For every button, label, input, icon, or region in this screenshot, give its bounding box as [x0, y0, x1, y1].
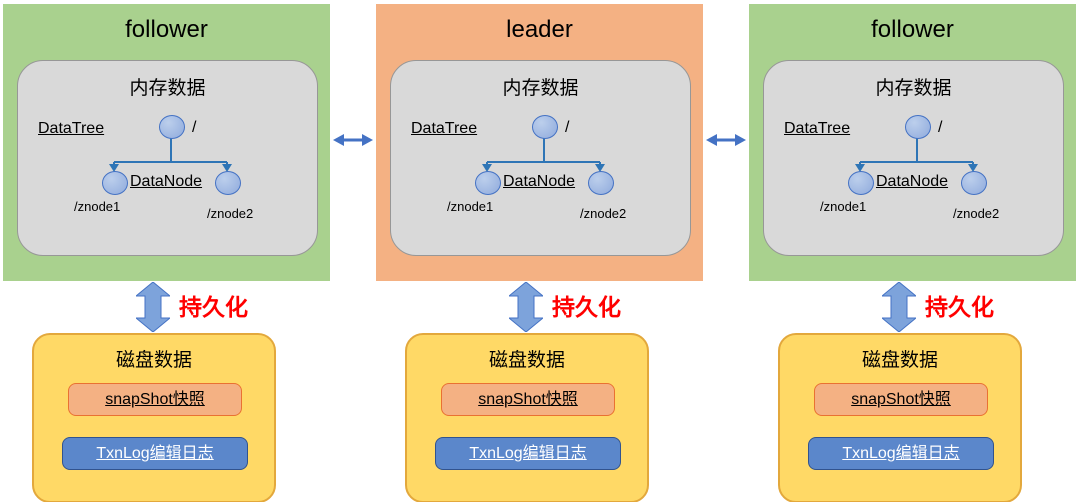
data-tree: DataTree / DataNode /znode1 /znode2 [391, 105, 690, 253]
persist-label: 持久化 [552, 294, 621, 320]
node-follower-left: follower 内存数据 DataTree / DataNode /znode… [0, 0, 333, 502]
memory-title: 内存数据 [502, 78, 579, 99]
znode2-label: /znode2 [580, 206, 627, 221]
role-label: leader [506, 16, 573, 43]
datatree-label: DataTree [38, 120, 105, 137]
snapshot-box: snapShot快照 [441, 383, 615, 416]
persist-double-arrow [882, 282, 916, 332]
tree-connector-lines [109, 138, 232, 172]
memory-title: 内存数据 [875, 78, 952, 99]
tree-connector-lines [855, 138, 978, 172]
follower-box: follower 内存数据 DataTree / DataNode /znode… [749, 4, 1076, 281]
role-label: follower [871, 16, 954, 43]
datatree-label: DataTree [784, 120, 851, 137]
znode1-circle [475, 171, 501, 195]
disk-box: 磁盘数据 snapShot快照 TxnLog编辑日志 [405, 333, 649, 502]
datatree-label: DataTree [411, 120, 478, 137]
datanode-label: DataNode [503, 173, 576, 190]
memory-box: 内存数据 DataTree / DataNode /znode1 /znode2 [17, 60, 318, 256]
disk-title: 磁盘数据 [115, 350, 192, 371]
znode2-circle [215, 171, 241, 195]
znode1-label: /znode1 [74, 199, 121, 214]
data-tree: DataTree / DataNode /znode1 /znode2 [764, 105, 1063, 253]
datanode-label: DataNode [130, 173, 203, 190]
root-node-circle [159, 115, 185, 139]
znode1-circle [848, 171, 874, 195]
node-leader: leader 内存数据 DataTree / DataNode /znode1 [373, 0, 706, 502]
znode1-label: /znode1 [447, 199, 494, 214]
root-node-circle [532, 115, 558, 139]
disk-box: 磁盘数据 snapShot快照 TxnLog编辑日志 [32, 333, 276, 502]
root-label: / [938, 119, 943, 136]
memory-box: 内存数据 DataTree / DataNode /znode1 /znode2 [390, 60, 691, 256]
snapshot-box: snapShot快照 [68, 383, 242, 416]
persist-label: 持久化 [925, 294, 994, 320]
txnlog-box: TxnLog编辑日志 [808, 437, 994, 470]
leader-box: leader 内存数据 DataTree / DataNode /znode1 [376, 4, 703, 281]
root-node-circle [905, 115, 931, 139]
tree-connector-lines [482, 138, 605, 172]
znode2-circle [961, 171, 987, 195]
root-label: / [192, 119, 197, 136]
disk-title: 磁盘数据 [861, 350, 938, 371]
sync-double-arrow-right [706, 134, 746, 146]
persist-double-arrow [509, 282, 543, 332]
data-tree: DataTree / DataNode /znode1 /znode2 [18, 105, 317, 253]
memory-box: 内存数据 DataTree / DataNode /znode1 /znode2 [763, 60, 1064, 256]
znode1-circle [102, 171, 128, 195]
follower-box: follower 内存数据 DataTree / DataNode /znode… [3, 4, 330, 281]
snapshot-box: snapShot快照 [814, 383, 988, 416]
znode2-label: /znode2 [953, 206, 1000, 221]
znode2-circle [588, 171, 614, 195]
role-label: follower [125, 16, 208, 43]
znode1-label: /znode1 [820, 199, 867, 214]
persist-double-arrow [136, 282, 170, 332]
persist-label: 持久化 [179, 294, 248, 320]
memory-title: 内存数据 [129, 78, 206, 99]
txnlog-box: TxnLog编辑日志 [62, 437, 248, 470]
txnlog-box: TxnLog编辑日志 [435, 437, 621, 470]
node-follower-right: follower 内存数据 DataTree / DataNode /znode… [746, 0, 1079, 502]
sync-double-arrow-left [333, 134, 373, 146]
znode2-label: /znode2 [207, 206, 254, 221]
root-label: / [565, 119, 570, 136]
datanode-label: DataNode [876, 173, 949, 190]
disk-title: 磁盘数据 [488, 350, 565, 371]
disk-box: 磁盘数据 snapShot快照 TxnLog编辑日志 [778, 333, 1022, 502]
